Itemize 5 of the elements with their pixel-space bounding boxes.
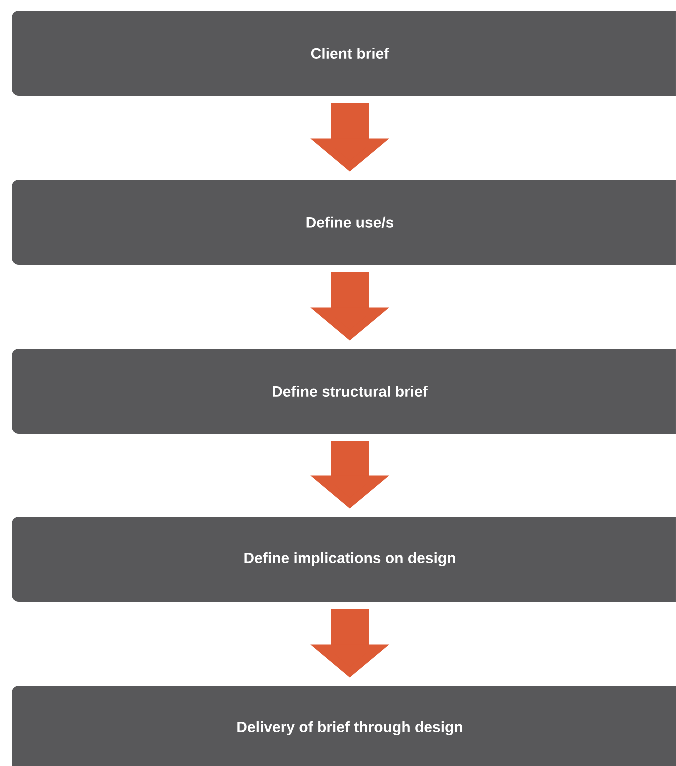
process-box: Define structural brief (12, 349, 676, 434)
process-box: Client brief (12, 11, 676, 96)
process-box: Define use/s (12, 180, 676, 265)
process-box: Define implications on design (12, 517, 676, 602)
process-box: Delivery of brief through design (12, 686, 676, 766)
